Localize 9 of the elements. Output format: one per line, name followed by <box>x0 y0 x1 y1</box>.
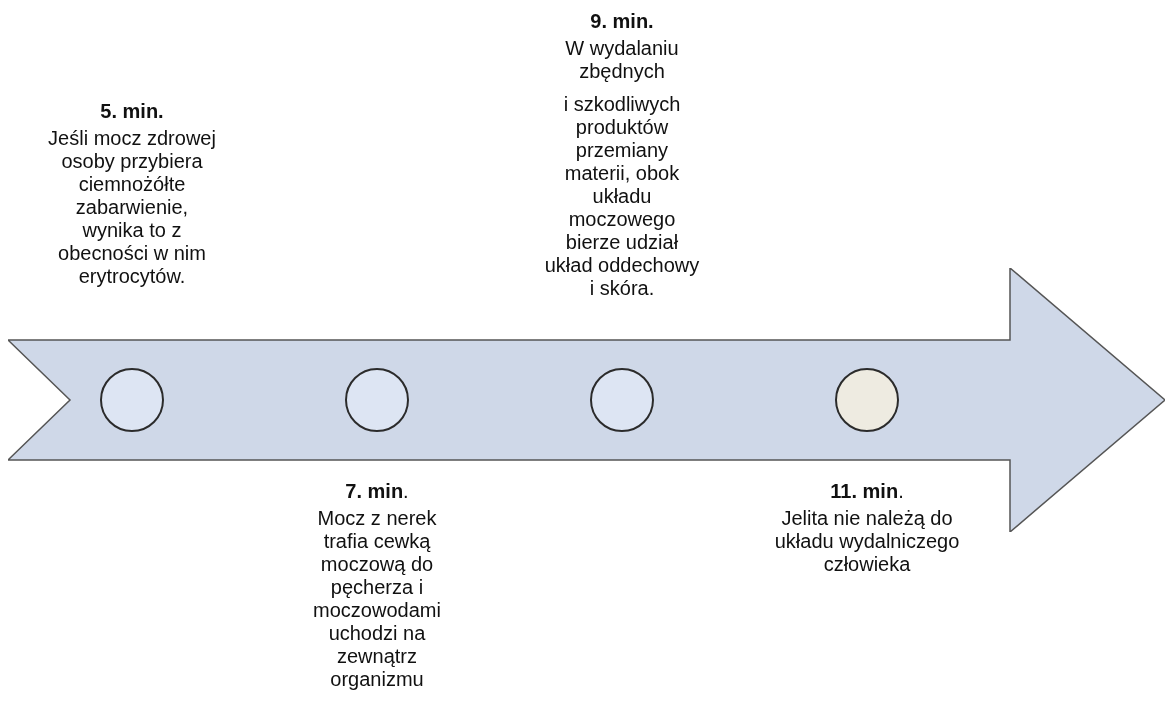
description-text: Mocz z nerek trafia cewką moczową do pęcherza i moczowodami uchodzi na zewnątrz organizmu <box>312 507 442 691</box>
time-heading: 5. min. <box>99 100 165 123</box>
time-heading: 9. min. <box>589 10 655 33</box>
description-text: i szkodliwych produktów przemiany materii, obok układu moczowego bierze udział układ oddechowy i skóra. <box>543 93 701 300</box>
description-text: Jelita nie należą do układu wydalniczego człowieka <box>773 507 961 576</box>
description-text: W wydalaniu zbędnych <box>564 37 680 83</box>
description-text: Jeśli mocz zdrowej osoby przybiera ciemnożółte zabarwienie, wynika to z obecności w nim erytrocytów. <box>47 127 217 288</box>
time-heading: 7. min. <box>344 480 410 503</box>
time-heading: 11. min. <box>829 480 905 503</box>
